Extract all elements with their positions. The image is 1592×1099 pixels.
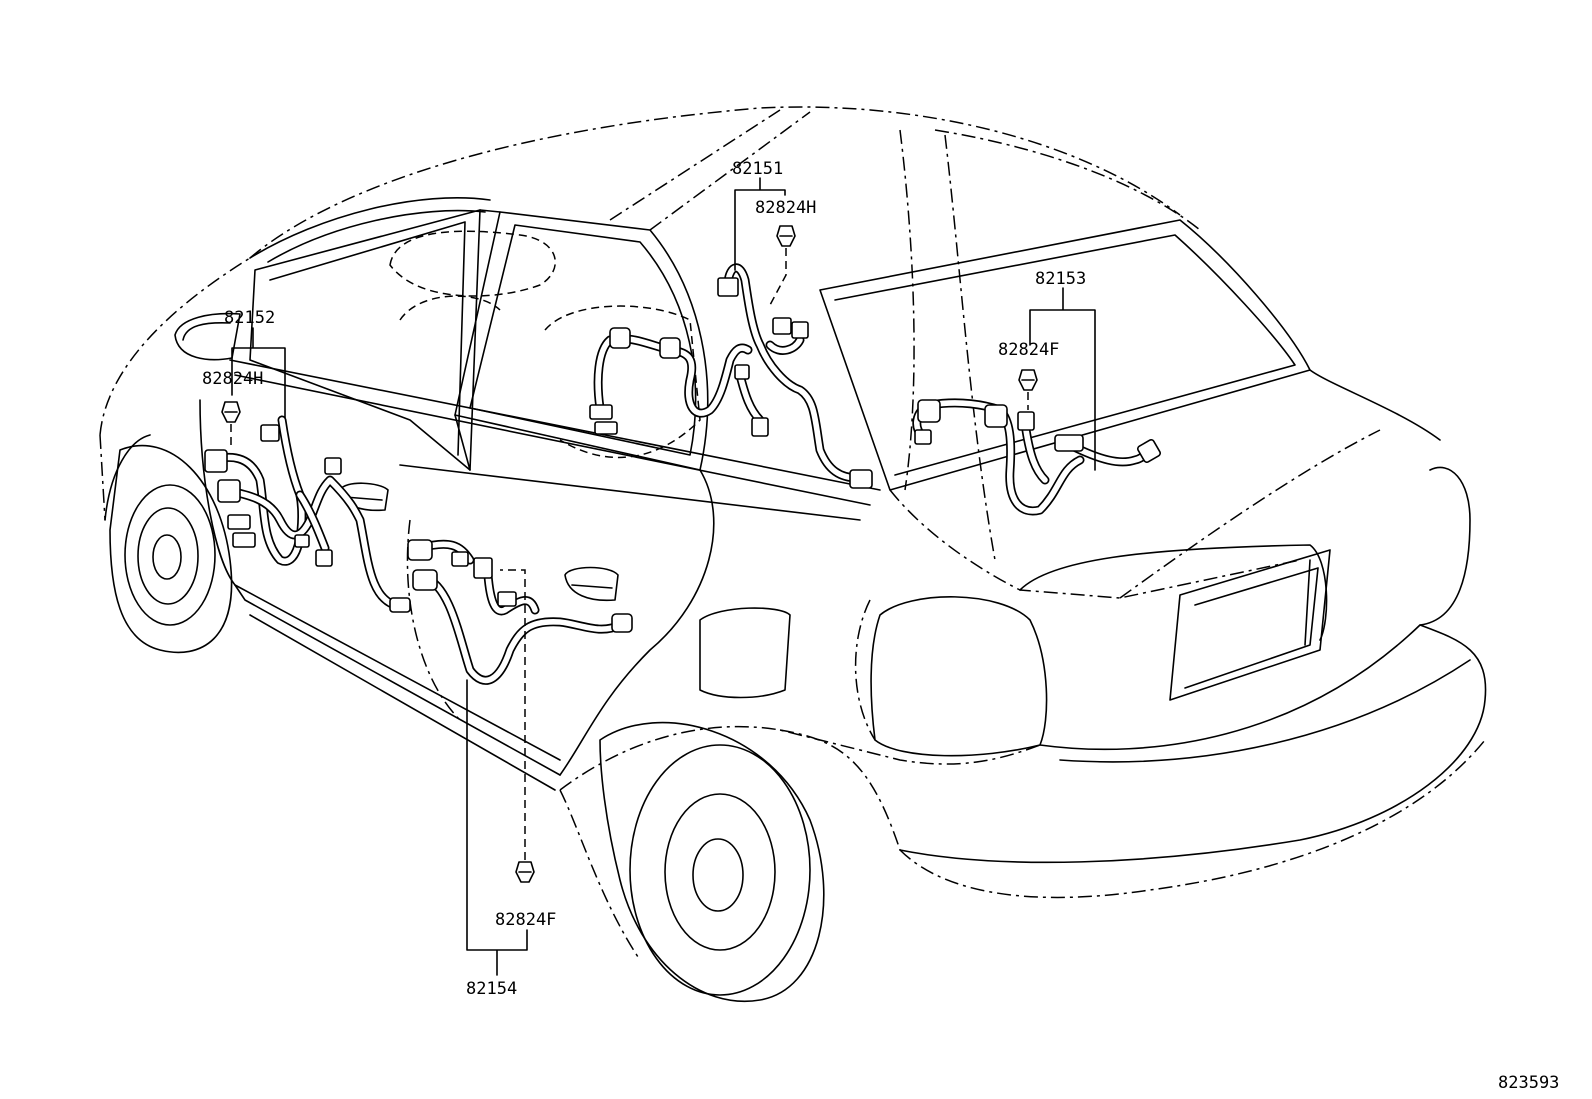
part-labels: 82151 82824H 82152 82824H 82153 82824F 8…: [202, 159, 1559, 1093]
harness-82152: [204, 415, 411, 613]
label-82154: 82154: [466, 979, 517, 999]
label-82824h-top: 82824H: [755, 198, 816, 218]
label-82824f-bottom: 82824F: [495, 910, 556, 930]
clamp-82824h-left: [221, 401, 241, 448]
clamp-82824h-top: [769, 225, 796, 306]
label-82152: 82152: [224, 308, 275, 328]
harness-82151: [589, 263, 873, 489]
car-body-outline: [99, 106, 1487, 1003]
label-82824h-left: 82824H: [202, 369, 263, 389]
label-82824f-right: 82824F: [998, 340, 1059, 360]
label-82153: 82153: [1035, 269, 1086, 289]
harness-82153: [912, 398, 1161, 516]
harness-82154: [407, 539, 633, 685]
leader-lines: [231, 177, 1096, 976]
label-82151: 82151: [732, 159, 783, 179]
illustration-number: 823593: [1498, 1073, 1559, 1093]
clamp-82824f-right: [1018, 369, 1038, 410]
clamp-82824f-bottom: [500, 569, 535, 883]
